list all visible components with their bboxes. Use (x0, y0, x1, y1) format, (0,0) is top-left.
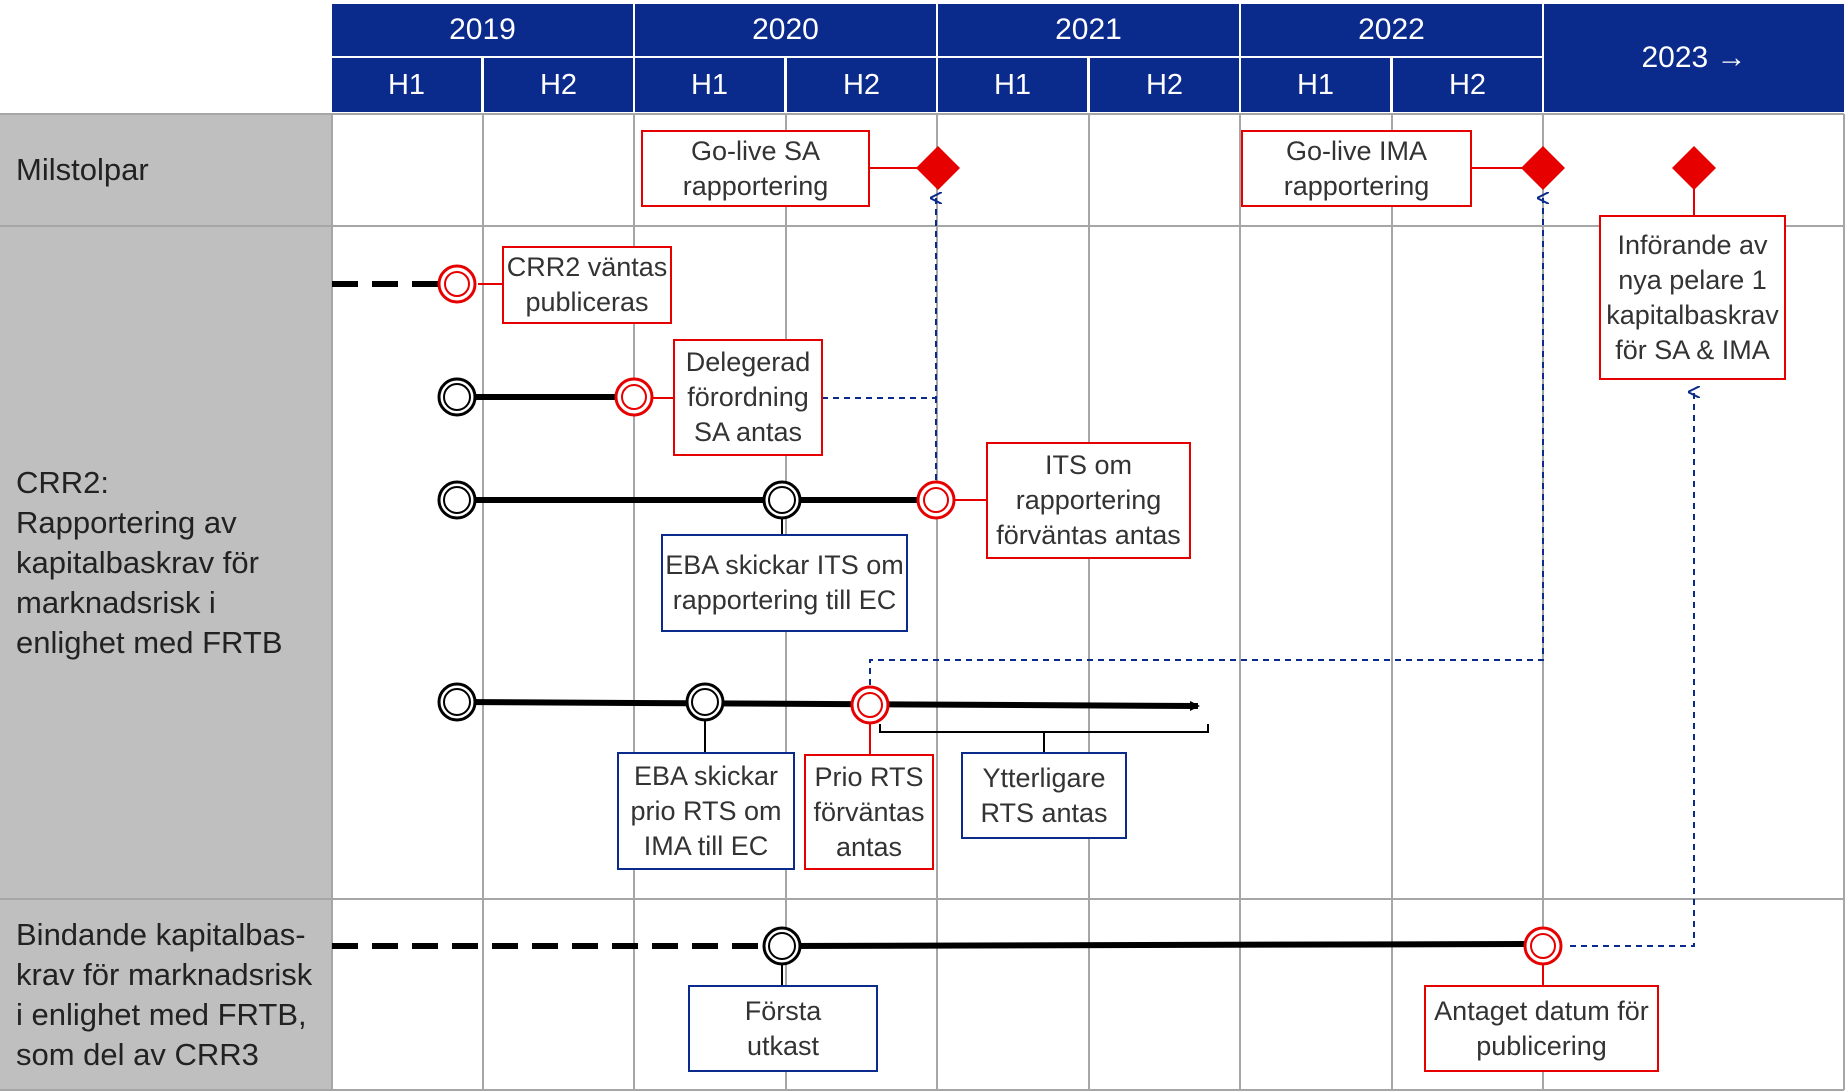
link-prio-rts-to-golive-ima (869, 198, 1543, 685)
link-antaget-to-införande (1570, 392, 1694, 947)
half-header-2020-h1: H1 (635, 58, 784, 112)
box-delegerad: Delegerad förordning SA antas (673, 339, 823, 456)
box-antaget: Antaget datum för publicering (1424, 985, 1659, 1072)
box-ytterligare: Ytterligare RTS antas (961, 752, 1127, 839)
half-header-2021-h2: H2 (1090, 58, 1239, 112)
link-delegerad-to-golive-sa (822, 198, 936, 399)
half-header-2019-h2: H2 (484, 58, 633, 112)
box-införande: Införande av nya pelare 1 kapitalbaskrav… (1599, 215, 1786, 380)
dependency-links (822, 198, 1694, 947)
row-label-crr2: CRR2: Rapportering av kapitalbaskrav för… (0, 227, 331, 899)
year-header-2023-onward: 2023 → (1544, 4, 1844, 112)
line-rts (457, 699, 1200, 711)
box-golive-sa: Go-live SA rapportering (641, 130, 870, 207)
half-header-2021-h1: H1 (938, 58, 1087, 112)
year-header-2020: 2020 (635, 4, 936, 56)
milestone-connectors (478, 167, 1695, 986)
diamond-införande (1672, 146, 1716, 190)
box-eba-its: EBA skickar ITS om rapportering till EC (661, 534, 908, 632)
half-header-2019-h1: H1 (332, 58, 481, 112)
year-header-2022: 2022 (1241, 4, 1542, 56)
year-header-2021: 2021 (938, 4, 1239, 56)
half-header-2020-h2: H2 (787, 58, 936, 112)
timeline-lines (332, 281, 1526, 949)
half-header-2022-h1: H1 (1241, 58, 1390, 112)
line-crr3 (781, 941, 1526, 949)
box-prio-rts: Prio RTS förväntas antas (804, 754, 934, 870)
grid-lines (0, 113, 1845, 1091)
box-crr2-publiceras: CRR2 väntas publiceras (502, 246, 672, 324)
black-markers (437, 377, 802, 966)
row-label-crr3: Bindande kapitalbas- krav för marknadsri… (0, 900, 331, 1090)
year-header-2019: 2019 (332, 4, 633, 56)
box-eba-prio: EBA skickar prio RTS om IMA till EC (617, 752, 795, 870)
bracket-ytterligare (879, 724, 1209, 733)
box-golive-ima: Go-live IMA rapportering (1241, 130, 1472, 207)
half-header-2022-h2: H2 (1393, 58, 1542, 112)
diamond-golive-ima (1521, 146, 1565, 190)
box-forsta-utkast: Första utkast (688, 985, 878, 1072)
diamond-golive-sa (916, 146, 960, 190)
row-label-milestones: Milstolpar (0, 114, 331, 226)
red-markers (437, 264, 1563, 966)
box-its-antas: ITS om rapportering förväntas antas (986, 442, 1191, 559)
